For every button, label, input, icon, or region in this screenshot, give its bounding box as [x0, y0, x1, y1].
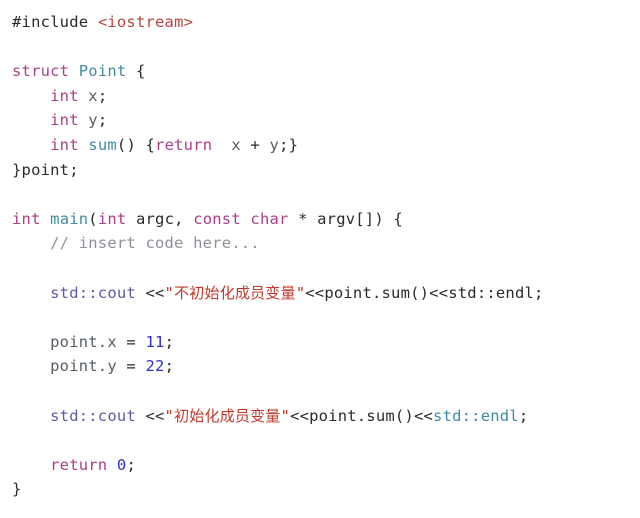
- code-token-plain: [12, 87, 50, 105]
- code-token-plain: [12, 357, 50, 375]
- code-token-plain: [79, 87, 89, 105]
- code-token-keyword: int: [50, 111, 79, 130]
- code-token-keyword: return: [50, 455, 108, 474]
- code-token-type: Point: [78, 62, 127, 81]
- code-token-string: 初始化成员变量: [174, 406, 281, 425]
- code-line: }point;: [12, 158, 640, 183]
- code-line: #include <iostream>: [12, 10, 640, 35]
- code-token-var: y: [269, 135, 280, 154]
- code-line: [12, 428, 640, 453]
- code-token-keyword: int: [12, 209, 41, 228]
- code-token-plain: argc,: [126, 209, 194, 228]
- code-token-keyword: char: [250, 209, 289, 228]
- code-token-plain: ;: [126, 455, 136, 474]
- code-token-keyword: const: [193, 209, 241, 228]
- code-line: int main(int argc, const char * argv[]) …: [12, 207, 640, 232]
- code-token-plain: [12, 333, 50, 351]
- code-line: return 0;: [12, 453, 640, 478]
- code-line: [12, 305, 640, 330]
- code-token-plain: [212, 136, 231, 154]
- code-token-keyword: int: [50, 135, 79, 154]
- code-token-plain: <<point.sum()<<std::endl;: [305, 283, 544, 302]
- code-token-plain: [12, 456, 50, 474]
- code-token-string: ": [280, 406, 291, 425]
- code-token-stream: std::cout: [50, 406, 136, 425]
- code-token-plain: [12, 136, 50, 154]
- code-token-plain: <<point.sum()<<: [290, 406, 434, 425]
- code-token-plain: ;: [97, 111, 108, 130]
- code-line: std::cout <<"初始化成员变量"<<point.sum()<<std:…: [12, 404, 640, 429]
- code-token-var: x: [231, 135, 241, 154]
- code-line: int y;: [12, 108, 640, 133]
- code-token-var: x: [88, 86, 98, 105]
- code-token-plain: [107, 456, 117, 474]
- code-token-plain: +: [240, 135, 270, 154]
- code-token-var: point.y: [50, 357, 117, 376]
- code-token-plain: () {: [116, 135, 156, 154]
- code-token-plain: [69, 62, 79, 80]
- code-token-plain: [79, 136, 89, 154]
- code-line: int sum() {return x + y;}: [12, 133, 640, 158]
- code-token-type: std::endl: [433, 406, 519, 425]
- code-line: std::cout <<"不初始化成员变量"<<point.sum()<<std…: [12, 281, 640, 306]
- code-line: struct Point {: [12, 59, 640, 84]
- code-token-number: 11: [145, 332, 165, 351]
- code-token-stream: std::cout: [50, 283, 136, 302]
- code-line: point.y = 22;: [12, 354, 640, 379]
- code-line: [12, 182, 640, 207]
- code-token-number: 22: [145, 357, 165, 376]
- code-token-plain: [41, 210, 51, 228]
- code-token-keyword: int: [50, 86, 79, 105]
- code-line: // insert code here...: [12, 231, 640, 256]
- code-token-plain: [12, 111, 50, 129]
- code-token-string: ": [164, 283, 175, 302]
- code-token-plain: (: [88, 209, 98, 228]
- code-token-comment: // insert code here...: [50, 234, 260, 253]
- code-token-plain: ;: [164, 332, 175, 351]
- code-line: int x;: [12, 84, 640, 109]
- code-token-plain: [79, 111, 89, 129]
- code-token-plain: [12, 234, 50, 252]
- code-token-plain: [241, 210, 251, 228]
- code-line: }: [12, 477, 640, 502]
- code-token-plain: <<: [135, 406, 165, 425]
- code-token-func: sum: [88, 135, 117, 154]
- code-token-string: 不初始化成员变量: [174, 283, 296, 302]
- code-line: [12, 379, 640, 404]
- code-line: point.x = 11;: [12, 330, 640, 355]
- code-token-keyword: int: [97, 209, 127, 228]
- code-token-keyword: struct: [12, 62, 70, 81]
- code-token-plain: [88, 13, 98, 31]
- code-token-plain: }: [12, 480, 22, 499]
- code-token-plain: ;: [97, 86, 108, 105]
- code-token-var: point.x: [50, 332, 117, 351]
- code-token-var: y: [88, 111, 98, 130]
- code-token-string: ": [164, 406, 175, 425]
- code-token-plain: #include: [12, 13, 89, 31]
- code-token-include: <iostream>: [97, 13, 194, 31]
- code-token-plain: ;}: [279, 135, 299, 154]
- code-token-plain: {: [126, 62, 146, 81]
- code-token-plain: [12, 407, 50, 425]
- code-token-string: ": [295, 283, 306, 302]
- code-token-number: 0: [116, 455, 127, 474]
- code-token-plain: ;: [164, 357, 175, 376]
- code-line: [12, 256, 640, 281]
- code-line: [12, 35, 640, 60]
- code-token-plain: }point;: [12, 160, 79, 179]
- code-token-keyword: return: [155, 135, 213, 154]
- code-token-func: main: [50, 209, 89, 228]
- code-token-plain: =: [116, 357, 146, 376]
- code-token-plain: ;: [518, 406, 529, 425]
- code-token-plain: [12, 284, 50, 302]
- code-token-plain: <<: [135, 283, 165, 302]
- code-token-plain: * argv[]) {: [288, 209, 403, 228]
- code-token-plain: =: [116, 332, 146, 351]
